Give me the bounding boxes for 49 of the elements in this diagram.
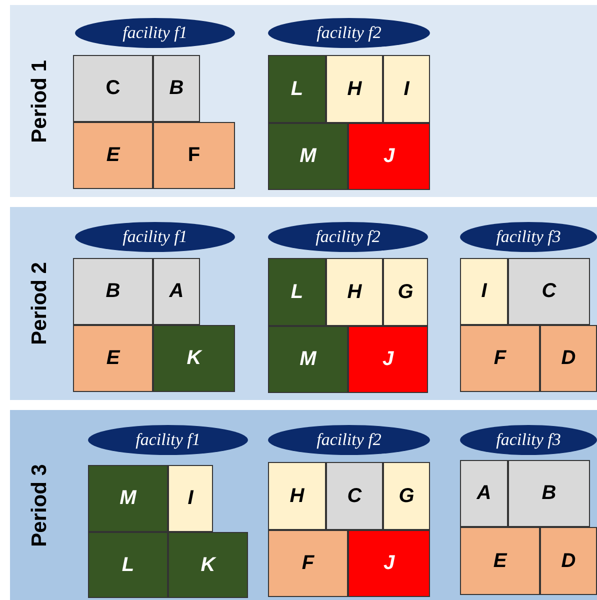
department-block: C [508,258,590,325]
department-block: A [460,460,508,527]
department-block: C [73,55,153,122]
department-block: K [153,325,235,392]
department-block: E [73,325,153,392]
department-block: I [168,465,213,532]
department-block: J [348,530,430,597]
department-block: F [460,325,540,392]
department-block: M [268,123,348,190]
department-block: H [326,258,383,326]
department-block: G [383,462,430,530]
department-block: B [153,55,200,122]
department-block: D [540,527,597,595]
department-block: H [326,55,383,123]
period-label: Period 1 [28,60,52,142]
department-block: D [540,325,597,392]
period-band [10,207,597,400]
department-block: C [326,462,383,530]
facility-label: facility f3 [460,425,597,455]
period-label: Period 3 [28,464,52,546]
department-block: A [153,258,200,325]
department-block: G [383,258,428,326]
department-block: F [153,122,235,189]
facility-label: facility f2 [268,222,428,252]
department-block: J [348,326,428,393]
facility-label: facility f1 [75,222,235,252]
department-block: I [460,258,508,325]
facility-label: facility f3 [460,222,597,252]
facility-label: facility f1 [88,425,248,455]
department-block: E [460,527,540,595]
department-block: L [88,532,168,598]
department-block: F [268,530,348,597]
facility-label: facility f1 [75,18,235,48]
department-block: J [348,123,430,190]
department-block: H [268,462,326,530]
department-block: M [88,465,168,532]
period-band [10,5,597,197]
department-block: L [268,258,326,326]
department-block: I [383,55,430,123]
department-block: E [73,122,153,189]
department-block: M [268,326,348,393]
department-block: L [268,55,326,123]
department-block: K [168,532,248,598]
facility-label: facility f2 [268,425,430,455]
period-label: Period 2 [28,262,52,345]
facility-label: facility f2 [268,18,430,48]
department-block: B [73,258,153,325]
period-band [10,410,597,600]
department-block: B [508,460,590,527]
